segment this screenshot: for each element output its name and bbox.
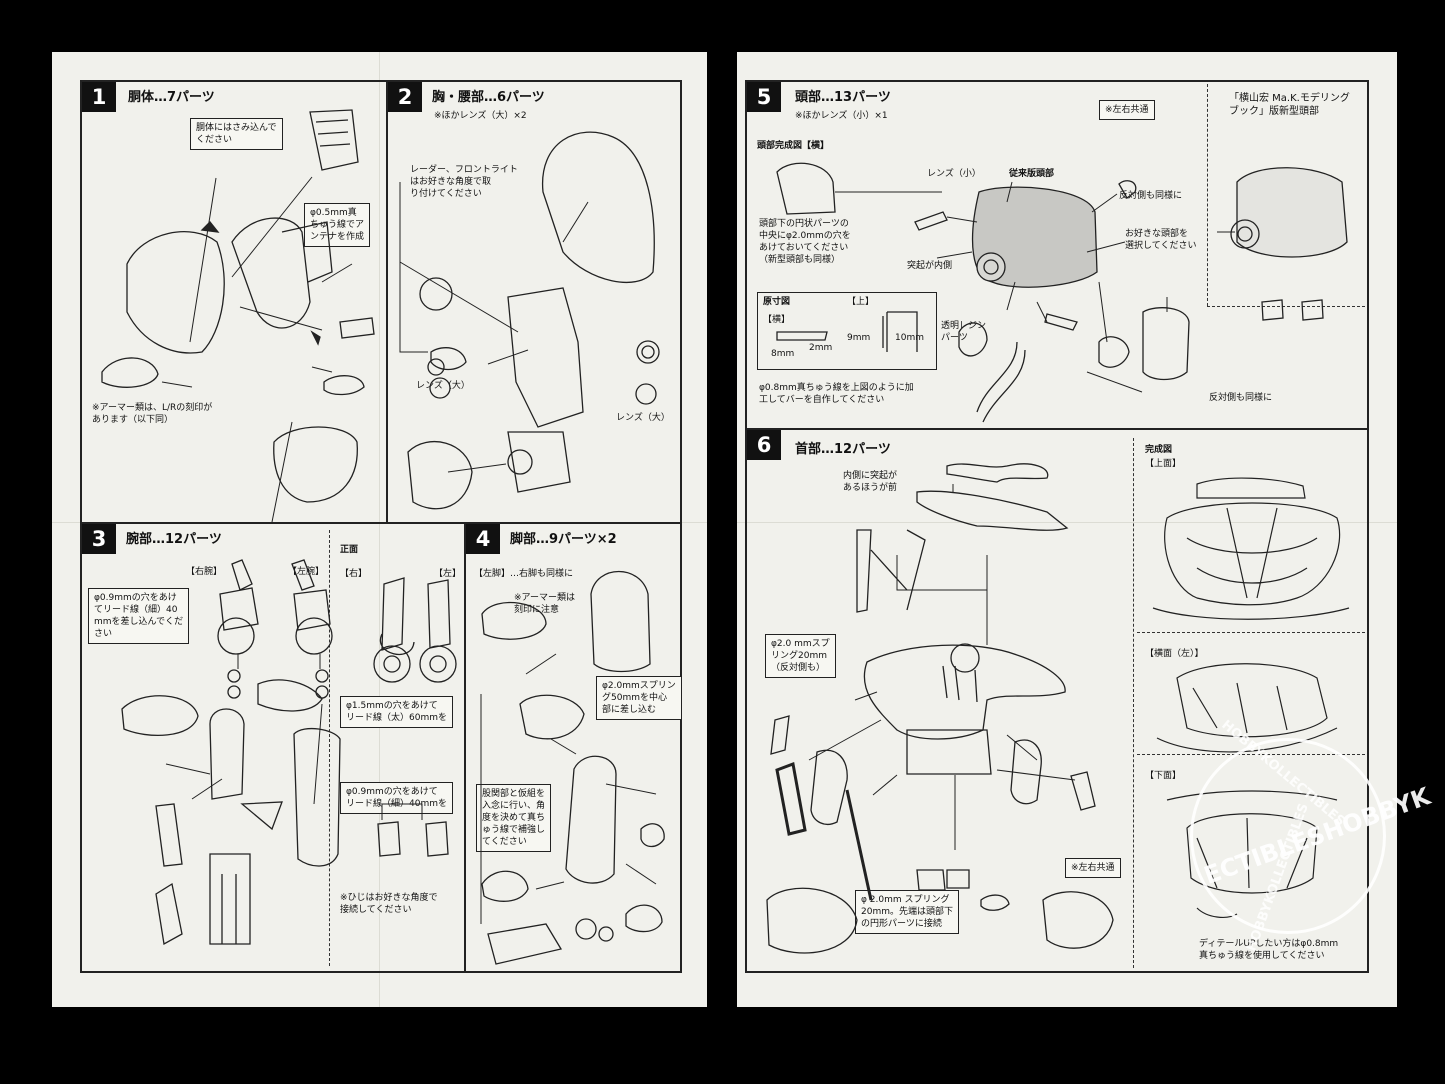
note-hole: 頭部下の円状パーツの中央にφ2.0mmの穴をあけておいてください（新型頭部も同様… <box>759 219 851 265</box>
dashed-divider-newhead-bottom <box>1207 306 1365 307</box>
panel-title: 頭部…13パーツ <box>795 90 891 105</box>
size-chart-title: 原寸図 <box>763 297 791 307</box>
panel-title: 胴体…7パーツ <box>128 90 215 105</box>
subtitle: 【左脚】…右脚も同様に <box>474 569 574 579</box>
right-arm-label: 【右腕】 <box>186 567 223 577</box>
size-top-label: 【上】 <box>847 297 875 307</box>
chest-parts-diagram <box>399 131 660 510</box>
panel-1-torso: 1 胴体…7パーツ 胴体にはさみ込んでください φ0.5mm真ちゅう線でアンテナ… <box>82 82 385 523</box>
fold-line-vertical <box>379 52 380 1007</box>
note-common: ※左右共通 <box>1065 858 1121 878</box>
left-arm-label: 【左腕】 <box>288 567 325 577</box>
note-insert: 胴体にはさみ込んでください <box>190 118 283 150</box>
lens-label-left: レンズ（大） <box>416 381 470 391</box>
size-chart-box <box>757 292 937 370</box>
dim-8mm: 8mm <box>771 349 795 359</box>
note-thin-lead: φ0.9mmの穴をあけてリード線（細）40mmを <box>340 782 453 814</box>
dashed-divider-arm <box>329 530 330 966</box>
bump-label: 突起が内側 <box>907 261 953 271</box>
dim-10mm: 10mm <box>895 333 924 343</box>
old-head-label: 従来版頭部 <box>1009 169 1055 179</box>
panel-4-legs: 4 脚部…9パーツ×2 【左脚】…右脚も同様に ※アーマー類は刻印に注意 φ2.… <box>466 524 682 971</box>
top-view-label: 【上面】 <box>1145 459 1182 469</box>
step-number: 6 <box>747 430 781 460</box>
left-frame <box>80 80 682 973</box>
note-radar: レーダー、フロントライトはお好きな角度で取り付けてください <box>410 165 518 199</box>
step-number: 3 <box>82 524 116 554</box>
divider-3-4 <box>464 522 466 973</box>
dashed-divider-top-side <box>1137 632 1365 633</box>
step-number: 4 <box>466 524 500 554</box>
note-common: ※左右共通 <box>1099 100 1155 120</box>
note-thigh: 股関部と仮組を入念に行い、角度を決めて真ちゅう線で補強してください <box>476 784 552 852</box>
dim-2mm: 2mm <box>809 343 833 353</box>
choose-label: お好きな頭部を選択してください <box>1125 229 1197 251</box>
panel-3-arms: 3 腕部…12パーツ 【右腕】 【左腕】 φ0.9mmの穴をあけてリード線（細）… <box>82 524 463 971</box>
dim-9mm: 9mm <box>847 333 871 343</box>
divider-1-2 <box>386 80 388 522</box>
panel-title: 腕部…12パーツ <box>126 532 222 547</box>
panel-title: 脚部…9パーツ×2 <box>510 532 617 547</box>
note-spring: φ2.0mmスプリング50mmを中心部に差し込む <box>596 676 682 720</box>
front-left-label: 【左】 <box>434 569 462 579</box>
lens-small-label: レンズ（小） <box>927 169 981 179</box>
front-right-label: 【右】 <box>340 569 368 579</box>
panel-2-chest: 2 胸・腰部…6パーツ ※ほかレンズ（大）×2 レーダー、フロントライトはお好き… <box>388 82 680 520</box>
fold-line-horizontal <box>737 522 1397 523</box>
note-antenna: φ0.5mm真ちゅう線でアンテナを作成 <box>304 203 371 247</box>
arm-parts-diagram <box>121 559 457 946</box>
step-number: 5 <box>747 82 781 112</box>
panel-6-neck: 6 首部…12パーツ 内側に突起があるほうが前 φ2.0 mmスプリング20mm… <box>747 430 1133 971</box>
step-number: 2 <box>388 82 422 112</box>
right-frame <box>745 80 1369 973</box>
note-elbow: ※ひじはお好きな角度で接続してください <box>340 893 438 915</box>
watermark-ring <box>1190 738 1386 934</box>
subtitle: ※ほかレンズ（大）×2 <box>434 111 527 121</box>
side-view-label: 【横面（左）】 <box>1145 649 1204 659</box>
panel-title: 首部…12パーツ <box>795 442 891 457</box>
note-wire: φ0.8mm真ちゅう線を上図のように加工してバーを自作してください <box>759 383 914 405</box>
same-label: 反対側も同様に <box>1119 191 1183 201</box>
divider-5-6 <box>745 428 1369 430</box>
note-inner: 内側に突起があるほうが前 <box>843 471 898 493</box>
same-label-2: 反対側も同様に <box>1209 393 1273 403</box>
left-sheet: 1 胴体…7パーツ 胴体にはさみ込んでください φ0.5mm真ちゅう線でアンテナ… <box>52 52 707 1007</box>
complete-label: 完成図 <box>1145 445 1173 455</box>
note-spring20: φ2.0 mmスプリング20mm（反対側も） <box>765 634 836 678</box>
step-number: 1 <box>82 82 116 112</box>
panel-5-head: 5 頭部…13パーツ ※ほかレンズ（小）×1 頭部完成図【横】 頭部下の円状パー… <box>747 82 1367 426</box>
note-thick-lead: φ1.5mmの穴をあけてリード線（太）60mmを <box>340 696 453 728</box>
dashed-divider-newhead <box>1207 84 1208 306</box>
complete-side-label: 頭部完成図【横】 <box>757 141 830 151</box>
note-armor: ※アーマー類は、L/Rの刻印があります（以下同） <box>92 403 213 425</box>
front-view-label: 正面 <box>340 545 359 555</box>
leg-parts-diagram <box>480 571 665 965</box>
neck-parts-diagram <box>766 463 1114 954</box>
size-side-label: 【横】 <box>763 315 791 325</box>
head-parts-diagram <box>776 162 1348 423</box>
dashed-divider-complete <box>1133 438 1134 968</box>
panel-title: 胸・腰部…6パーツ <box>432 90 545 105</box>
bottom-view-label: 【下面】 <box>1145 771 1182 781</box>
torso-parts-diagram <box>101 109 375 523</box>
lens-label-right: レンズ（大） <box>616 413 670 423</box>
divider-top-bottom <box>80 522 682 524</box>
right-sheet: 5 頭部…13パーツ ※ほかレンズ（小）×1 頭部完成図【横】 頭部下の円状パー… <box>737 52 1397 1007</box>
subtitle: ※ほかレンズ（小）×1 <box>795 111 888 121</box>
new-head-book-label: 「横山宏 Ma.K.モデリングブック」版新型頭部 <box>1229 93 1350 117</box>
